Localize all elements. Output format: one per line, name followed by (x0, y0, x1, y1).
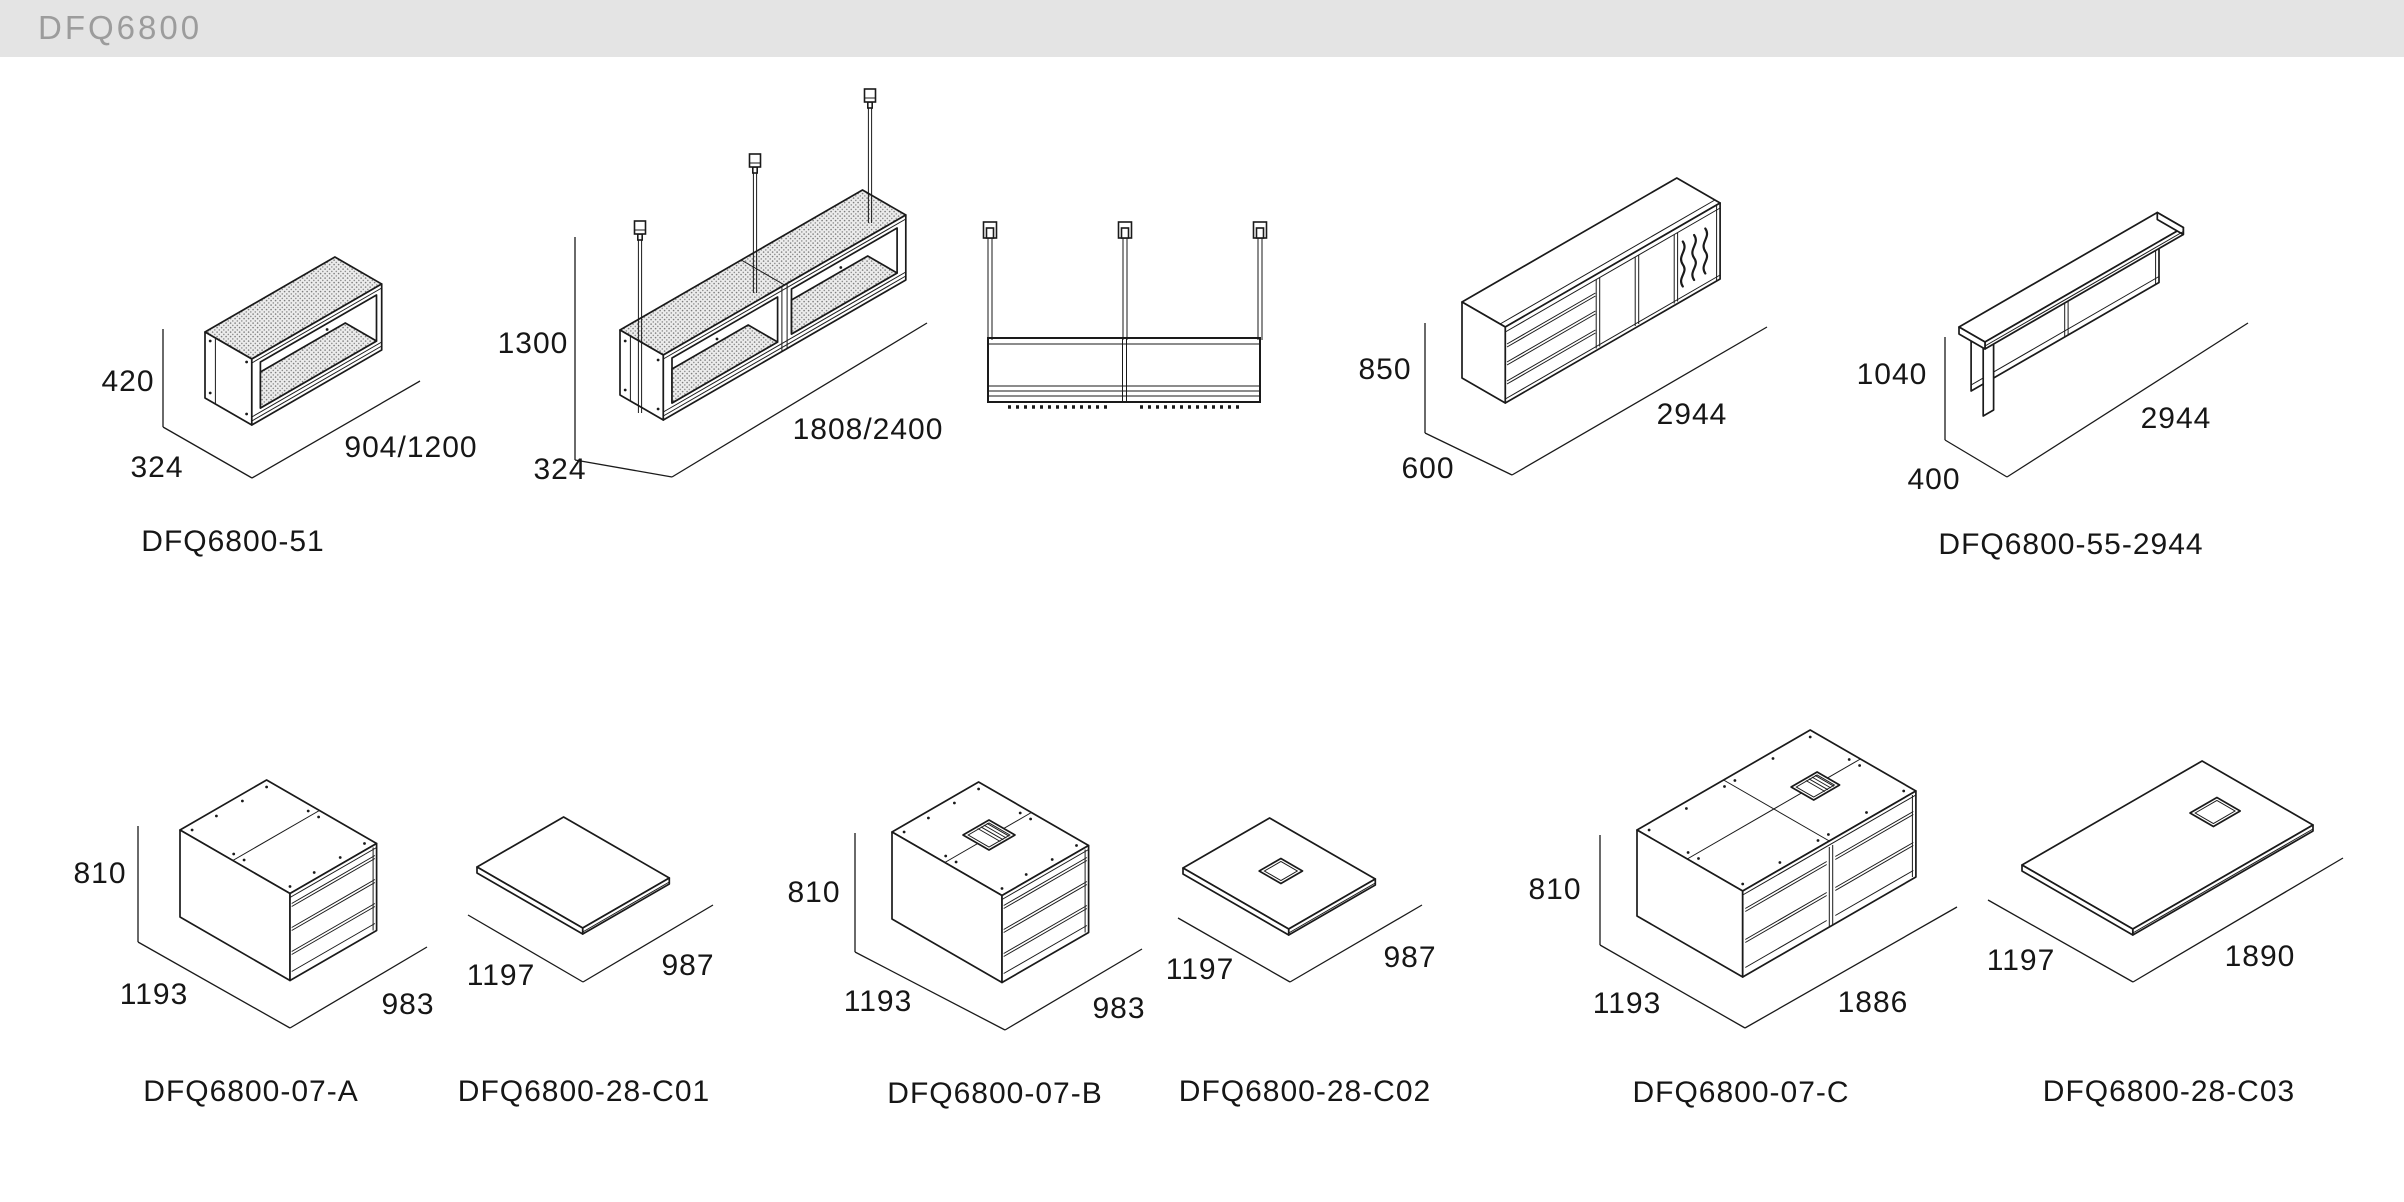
figure-base-unit-a: 810 1193 983 DFQ6800-07-A (60, 740, 480, 1140)
figure-base-unit-c: 810 1193 1886 DFQ6800-07-C (1490, 700, 1990, 1140)
base-unit-a-drawing (137, 779, 428, 1029)
dim-depth: 600 (1401, 452, 1455, 485)
dim-width: 1886 (1837, 986, 1909, 1019)
dim-depth: 1197 (1986, 944, 2056, 977)
dim-height: 810 (1528, 873, 1582, 906)
dim-depth: 324 (130, 451, 184, 484)
suspended-shelf-front-drawing (982, 221, 1268, 409)
dim-width: 987 (1383, 941, 1437, 974)
page-title: DFQ6800 (38, 9, 203, 46)
header-bar: DFQ6800 (0, 0, 2404, 57)
dim-height: 850 (1358, 353, 1412, 386)
figure-suspended-shelf-front (950, 180, 1330, 480)
figure-label: DFQ6800-07-A (143, 1075, 359, 1108)
dim-height: 420 (101, 365, 155, 398)
figure-base-unit-b: 810 1193 983 DFQ6800-07-B (770, 730, 1190, 1140)
dim-height: 810 (73, 857, 127, 890)
worktop-c01-drawing (467, 816, 714, 983)
figure-label: DFQ6800-28-C01 (457, 1075, 711, 1108)
dim-width: 983 (1092, 992, 1146, 1025)
dim-width: 1890 (2224, 940, 2296, 973)
dim-depth: 324 (533, 453, 587, 486)
dim-width: 983 (381, 988, 435, 1021)
dim-width: 2944 (2140, 402, 2212, 435)
figure-counter-top-riser: 1040 400 2944 DFQ6800-55-2944 (1840, 180, 2404, 580)
figure-label: DFQ6800-28-C03 (2042, 1075, 2296, 1108)
dim-depth: 1197 (466, 959, 536, 992)
figure-worktop-c01: 1197 987 DFQ6800-28-C01 (440, 800, 770, 1130)
figure-worktop-c02: 1197 987 DFQ6800-28-C02 (1150, 790, 1490, 1130)
dim-width: 1808/2400 (792, 413, 944, 446)
base-unit-c-drawing (1599, 729, 1958, 1029)
figure-worktop-c03: 1197 1890 DFQ6800-28-C03 (1960, 740, 2404, 1140)
worktop-c02-drawing (1177, 817, 1423, 983)
counter-cabinet-drawing (1424, 177, 1768, 476)
figure-label: DFQ6800-55-2944 (1938, 528, 2204, 561)
dim-height: 1300 (497, 327, 569, 360)
figure-label: DFQ6800-07-C (1632, 1076, 1850, 1109)
worktop-c03-drawing (1987, 760, 2344, 983)
wall-cabinet-drawing (162, 256, 421, 479)
figure-wall-cabinet: 420 324 904/1200 DFQ6800-51 (90, 250, 490, 580)
dim-width: 987 (661, 949, 715, 982)
figure-suspended-shelf-iso: 1300 324 1808/2400 (470, 80, 980, 560)
dim-height: 810 (787, 876, 841, 909)
dim-depth: 1193 (1592, 987, 1662, 1020)
figure-label: DFQ6800-07-B (887, 1077, 1103, 1110)
dim-depth: 1193 (843, 985, 913, 1018)
counter-top-riser-drawing (1944, 211, 2249, 478)
figure-label: DFQ6800-51 (141, 525, 325, 558)
base-unit-b-drawing (854, 781, 1143, 1031)
figure-counter-cabinet: 850 600 2944 (1330, 170, 1830, 540)
dim-depth: 400 (1907, 463, 1961, 496)
dim-width: 2944 (1656, 398, 1728, 431)
dim-height: 1040 (1856, 358, 1928, 391)
dim-width: 904/1200 (344, 431, 478, 464)
dim-depth: 1193 (119, 978, 189, 1011)
dim-depth: 1197 (1165, 953, 1235, 986)
suspended-shelf-iso-drawing (574, 88, 928, 478)
figure-label: DFQ6800-28-C02 (1178, 1075, 1432, 1108)
